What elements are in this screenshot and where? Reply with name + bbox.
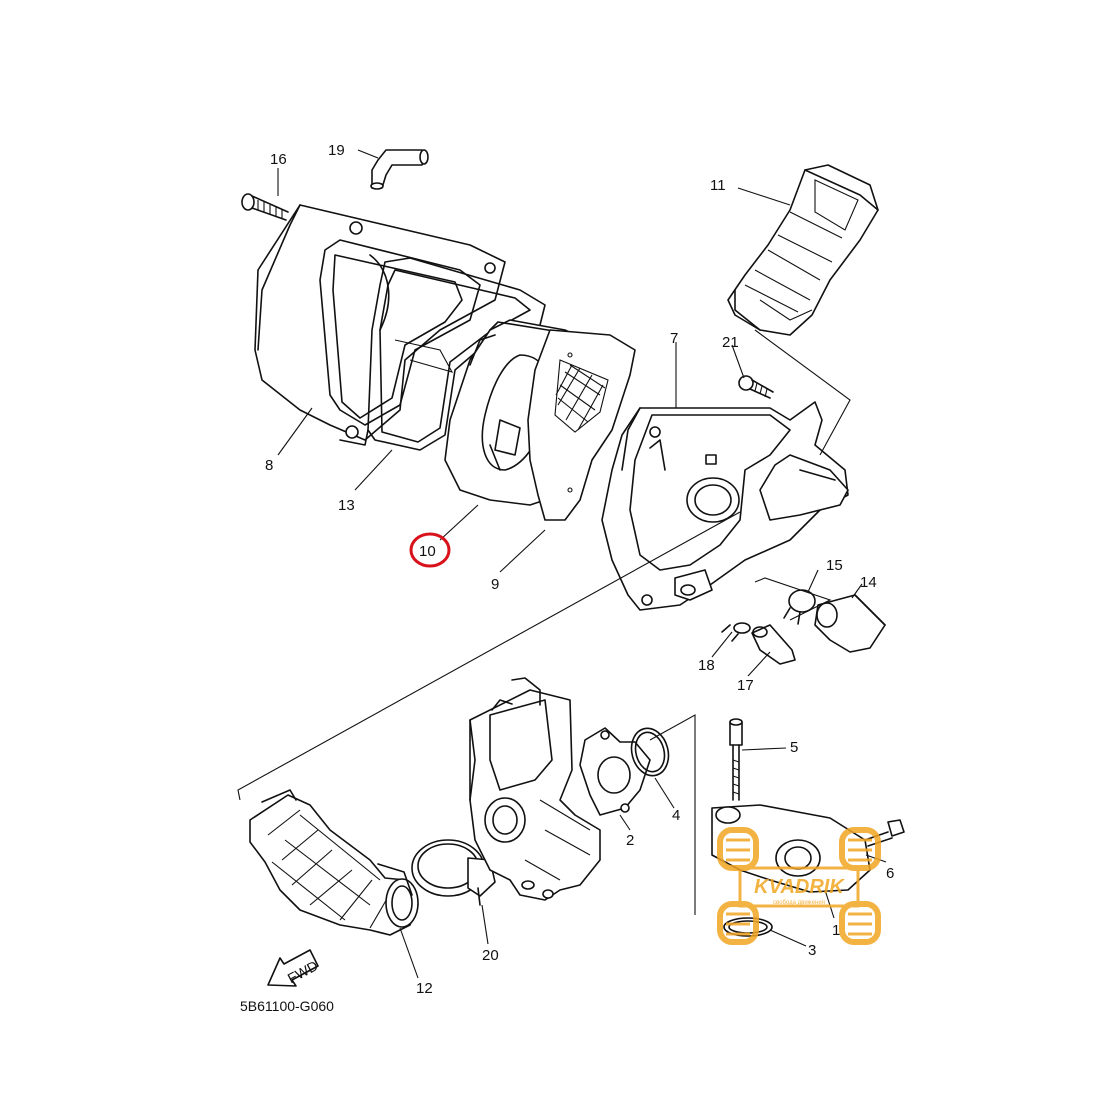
part-label-1: 1 (832, 922, 840, 939)
bolt-5 (729, 718, 743, 801)
o-ring-4 (630, 727, 670, 777)
part-label-6: 6 (886, 865, 894, 882)
part-label-13: 13 (338, 497, 355, 514)
part-label-12: 12 (416, 980, 433, 997)
diagram-reference-code: 5B61100-G060 (240, 998, 334, 1014)
part-label-21: 21 (722, 334, 739, 351)
air-cleaner-case (601, 401, 849, 611)
insulator-gasket (579, 727, 651, 816)
part-label-14: 14 (860, 574, 877, 591)
gasket (367, 257, 546, 451)
watermark-tire-icons (717, 827, 881, 945)
part-label-7: 7 (670, 330, 678, 347)
part-label-15: 15 (826, 557, 843, 574)
leader-lines (277, 149, 887, 979)
part-label-20: 20 (482, 947, 499, 964)
clip-18 (721, 622, 751, 642)
intake-joint (727, 164, 879, 336)
part-label-3: 3 (808, 942, 816, 959)
part-label-2: 2 (626, 832, 634, 849)
bolt-21 (738, 375, 774, 399)
part-label-16: 16 (270, 151, 287, 168)
drain-plug-17 (751, 624, 796, 665)
watermark-brand: KVADRIK (754, 876, 845, 898)
part-label-10: 10 (419, 543, 436, 560)
mesh-pattern (555, 364, 606, 431)
watermark-tagline: свобода движения (773, 900, 825, 906)
breather-joint-19 (370, 149, 429, 190)
part-label-19: 19 (328, 142, 345, 159)
assembly-lines (237, 329, 851, 915)
part-label-8: 8 (265, 457, 273, 474)
part-label-18: 18 (698, 657, 715, 674)
air-duct (249, 789, 419, 936)
part-10-highlight: 10 (409, 532, 451, 568)
filter-plate (527, 329, 636, 521)
part-label-17: 17 (737, 677, 754, 694)
part-label-5: 5 (790, 739, 798, 756)
part-label-11: 11 (710, 177, 726, 194)
watermark-tire-treads (726, 838, 872, 936)
air-cleaner-cover (254, 204, 506, 446)
part-labels: 19 16 11 7 21 8 13 10 9 15 14 18 17 5 4 … (265, 142, 894, 997)
highlight-circle (409, 532, 451, 568)
carburetor (469, 677, 601, 901)
part-label-9: 9 (491, 576, 499, 593)
screw-16 (241, 193, 289, 221)
clamp-15 (783, 589, 816, 625)
kvadrik-watermark: KVADRIK свобода движения (717, 827, 881, 945)
fwd-arrow: FWD (267, 949, 320, 987)
check-hose-14 (814, 594, 886, 653)
part-label-4: 4 (672, 807, 680, 824)
